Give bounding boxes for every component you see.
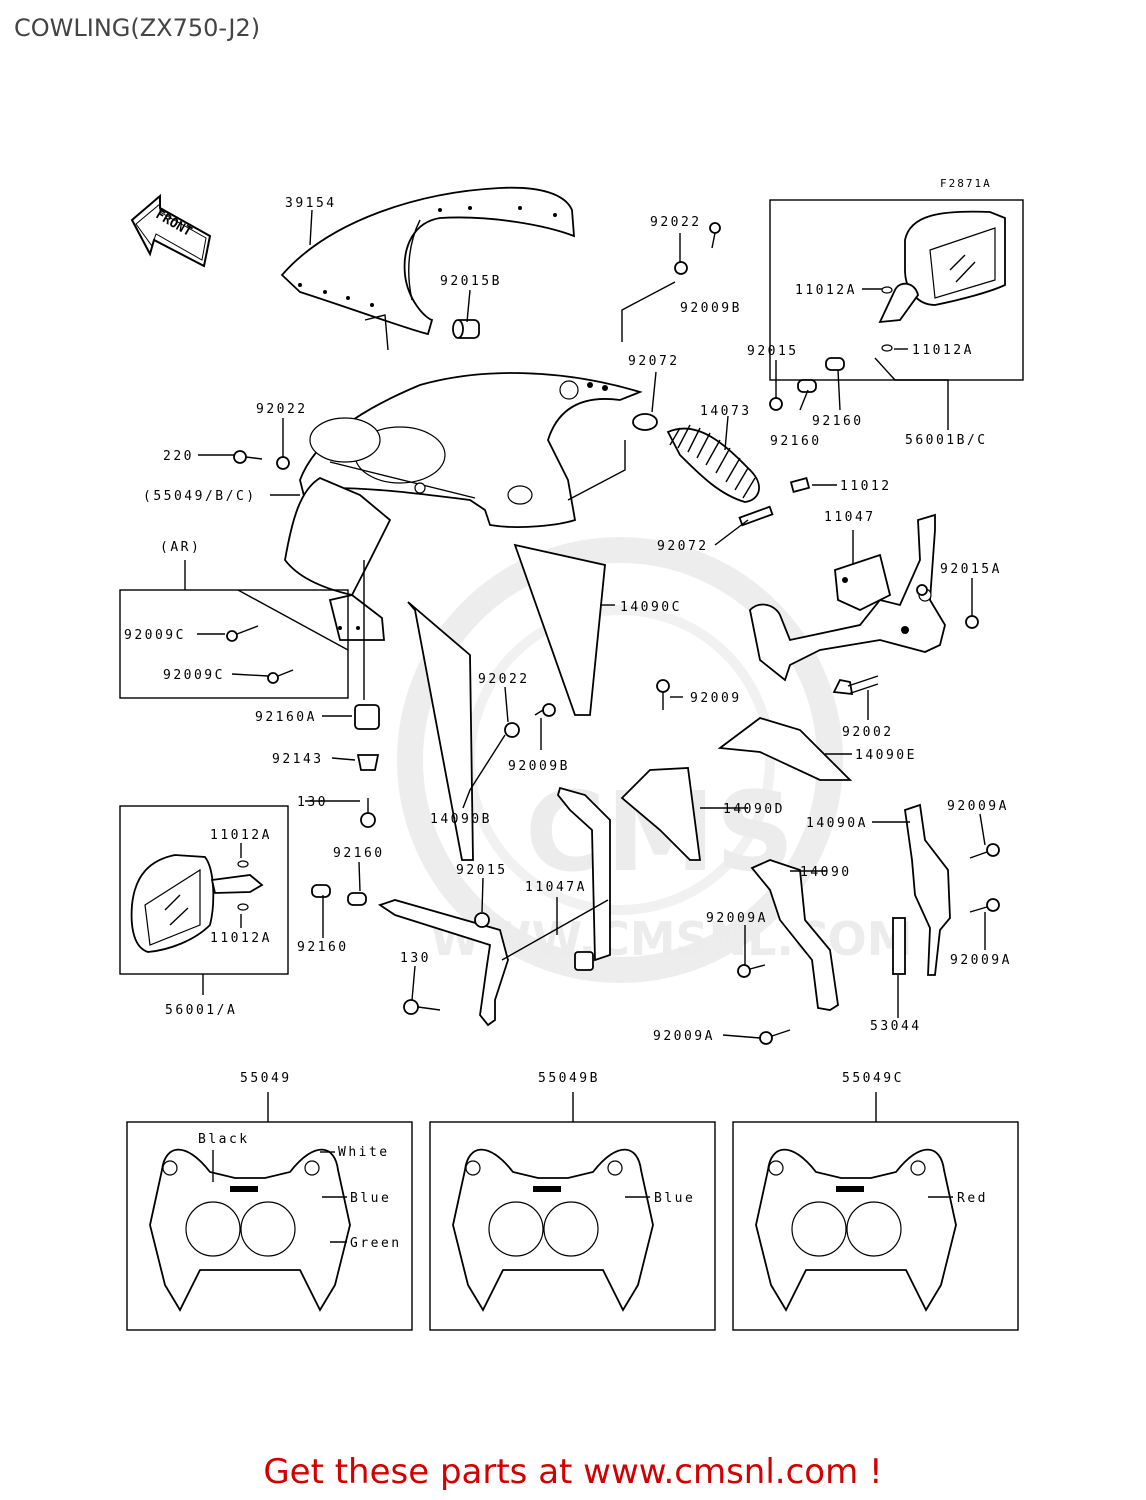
variant-55049b: 55049B Blue (429, 1071, 716, 1331)
well-nut-92015b (452, 319, 480, 339)
label-53044: 53044 (870, 1019, 922, 1034)
label-92072: 92072 (657, 539, 709, 554)
cowling-stay-frame (749, 513, 946, 682)
label-92022: 92022 (650, 215, 702, 230)
inner-panel-14090c (513, 543, 606, 716)
page-title: COWLING(ZX750-J2) (14, 14, 261, 42)
label-92160: 92160 (812, 414, 864, 429)
tape-53044 (892, 917, 906, 975)
variant-label: 55049C (842, 1071, 904, 1086)
label-92143: 92143 (272, 752, 324, 767)
label-14090: 14090 (800, 865, 852, 880)
windscreen (280, 186, 576, 351)
label-92160: 92160 (770, 434, 822, 449)
label-92009a: 92009A (947, 799, 1009, 814)
inner-panel-14090 (750, 859, 839, 1011)
label-55049-b-c: (55049/B/C) (143, 489, 257, 504)
label-56001b-c: 56001B/C (905, 433, 988, 448)
part-labels: 39154 92015B 92022 92009B 92072 92015 92… (124, 196, 1012, 1044)
ar-box (119, 589, 349, 699)
color-label-green: Green (350, 1236, 402, 1251)
label-92009: 92009 (690, 691, 742, 706)
variant-55049: 55049 Black White Blue Green (126, 1071, 413, 1331)
label-92015: 92015 (747, 344, 799, 359)
variant-55049c: 55049C Red (732, 1071, 1019, 1331)
label-92160: 92160 (297, 940, 349, 955)
color-label-blue: Blue (350, 1191, 391, 1206)
label-92009a: 92009A (653, 1029, 715, 1044)
label-14090a: 14090A (806, 816, 868, 831)
label-14090d: 14090D (723, 802, 785, 817)
footer-promo-link[interactable]: Get these parts at www.cmsnl.com ! (263, 1452, 883, 1492)
label-11012a: 11012A (210, 931, 272, 946)
label-92022: 92022 (478, 672, 530, 687)
inner-panel-14090a (904, 803, 951, 976)
label-92160a: 92160A (255, 710, 317, 725)
fasteners (226, 222, 1000, 1045)
color-label-blue: Blue (654, 1191, 695, 1206)
label-11012: 11012 (840, 479, 892, 494)
label-92015b: 92015B (440, 274, 502, 289)
color-label-red: Red (957, 1191, 988, 1206)
label-11012a: 11012A (210, 828, 272, 843)
label-14090b: 14090B (430, 812, 492, 827)
label-92015a: 92015A (940, 562, 1002, 577)
label-92160: 92160 (333, 846, 385, 861)
label-92009a: 92009A (706, 911, 768, 926)
mirror-left (130, 854, 264, 953)
lower-stay-11047a (377, 786, 611, 1027)
label-11012a: 11012A (795, 283, 857, 298)
front-arrow-icon: FRONT (130, 193, 212, 268)
label-92009b: 92009B (508, 759, 570, 774)
color-label-white: White (338, 1145, 390, 1160)
inner-panel-14090d (620, 767, 702, 861)
label-56001-a: 56001/A (165, 1003, 237, 1018)
label-11047a: 11047A (525, 880, 587, 895)
label-92022: 92022 (256, 402, 308, 417)
air-duct (632, 413, 760, 503)
label-14073: 14073 (700, 404, 752, 419)
inner-panel-14090e (717, 717, 853, 781)
label-130: 130 (297, 795, 328, 810)
variant-label: 55049B (538, 1071, 600, 1086)
label-92002: 92002 (842, 725, 894, 740)
color-label-black: Black (198, 1132, 250, 1147)
inner-panel-14090b (407, 601, 474, 861)
variant-label: 55049 (240, 1071, 292, 1086)
mirror-left-box (119, 805, 289, 975)
label-92072: 92072 (628, 354, 680, 369)
label-92009a: 92009A (950, 953, 1012, 968)
label-92015: 92015 (456, 863, 508, 878)
mirror-right (878, 210, 1006, 352)
label-39154: 39154 (285, 196, 337, 211)
label-92009c: 92009C (163, 668, 225, 683)
label-14090c: 14090C (620, 600, 682, 615)
leader-lines (197, 209, 986, 1039)
label-11012a: 11012A (912, 343, 974, 358)
label-11047: 11047 (824, 510, 876, 525)
label-ar: (AR) (160, 540, 201, 555)
label-14090e: 14090E (855, 748, 917, 763)
figure-code: F2871A (940, 177, 992, 190)
label-220: 220 (163, 449, 194, 464)
label-92009b: 92009B (680, 301, 742, 316)
label-92009c: 92009C (124, 628, 186, 643)
bolt-92002 (832, 675, 879, 696)
watermark-url: WWW.CMSNL.COM (430, 912, 913, 966)
label-130: 130 (400, 951, 431, 966)
watermark: CMS WWW.CMSNL.COM (397, 537, 913, 983)
